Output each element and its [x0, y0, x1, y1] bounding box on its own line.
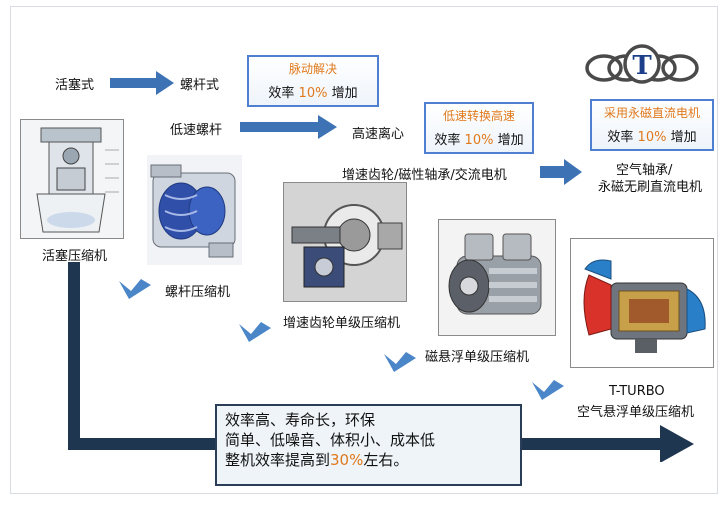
evolution-main-arrow — [68, 262, 694, 462]
speed-conversion-box-value: 效率 10% 增加 — [434, 133, 524, 148]
summary-line-2: 简单、低噪音、体积小、成本低 — [225, 431, 436, 449]
maglev-compressor-label: 磁悬浮单级压缩机 — [425, 350, 530, 365]
air-bearing-label-1: 空气轴承/ — [616, 163, 673, 178]
tturbo-compressor-image — [570, 238, 714, 368]
audi-style-logo: T — [585, 44, 699, 84]
gear-compressor-label: 增速齿轮单级压缩机 — [283, 316, 401, 331]
air-bearing-label-2: 永磁无刷直流电机 — [598, 180, 703, 195]
arrow-to-air-bearing — [540, 159, 582, 185]
chevron-icon-3 — [384, 352, 416, 372]
summary-box: 效率高、寿命长，环保 简单、低噪音、体积小、成本低 整机效率提高到30%左右。 — [215, 404, 522, 486]
logo-letter: T — [632, 51, 652, 81]
arrow-piston-to-screw — [110, 71, 174, 95]
summary-line-3: 整机效率提高到30%左右。 — [225, 451, 409, 469]
chevron-icon-1 — [119, 279, 151, 299]
chevron-icon-4 — [532, 380, 564, 400]
arrow-lowspeed-to-highspeed — [240, 115, 337, 139]
screw-compressor-label: 螺杆压缩机 — [165, 285, 231, 300]
tturbo-label-2: 空气悬浮单级压缩机 — [577, 405, 695, 420]
high-speed-centrifugal-label: 高速离心 — [352, 127, 405, 142]
piston-compressor-label: 活塞压缩机 — [42, 249, 108, 264]
screw-type-label: 螺杆式 — [180, 78, 220, 93]
pulsation-box: 脉动解决 效率 10% 增加 — [247, 55, 379, 107]
pulsation-box-title: 脉动解决 — [288, 62, 337, 76]
diagram-frame — [10, 6, 718, 494]
pm-motor-box-value: 效率 10% 增加 — [607, 130, 697, 145]
low-speed-screw-label: 低速螺杆 — [170, 123, 223, 138]
screw-compressor-image — [147, 155, 242, 265]
chevron-icon-2 — [239, 322, 271, 342]
pulsation-box-value: 效率 10% 增加 — [268, 86, 358, 101]
maglev-compressor-image — [438, 219, 556, 336]
summary-line-1: 效率高、寿命长，环保 — [225, 411, 376, 429]
pm-motor-box: 采用永磁直流电机 效率 10% 增加 — [590, 99, 714, 151]
tturbo-label-1: T-TURBO — [609, 384, 665, 399]
piston-type-label: 活塞式 — [55, 78, 95, 93]
pm-motor-box-title: 采用永磁直流电机 — [603, 106, 700, 120]
gear-compressor-image — [283, 182, 407, 302]
speedup-gear-label: 增速齿轮/磁性轴承/交流电机 — [342, 168, 507, 183]
speed-conversion-box: 低速转换高速 效率 10% 增加 — [424, 102, 534, 154]
piston-compressor-image — [20, 119, 124, 239]
speed-conversion-box-title: 低速转换高速 — [442, 109, 515, 123]
